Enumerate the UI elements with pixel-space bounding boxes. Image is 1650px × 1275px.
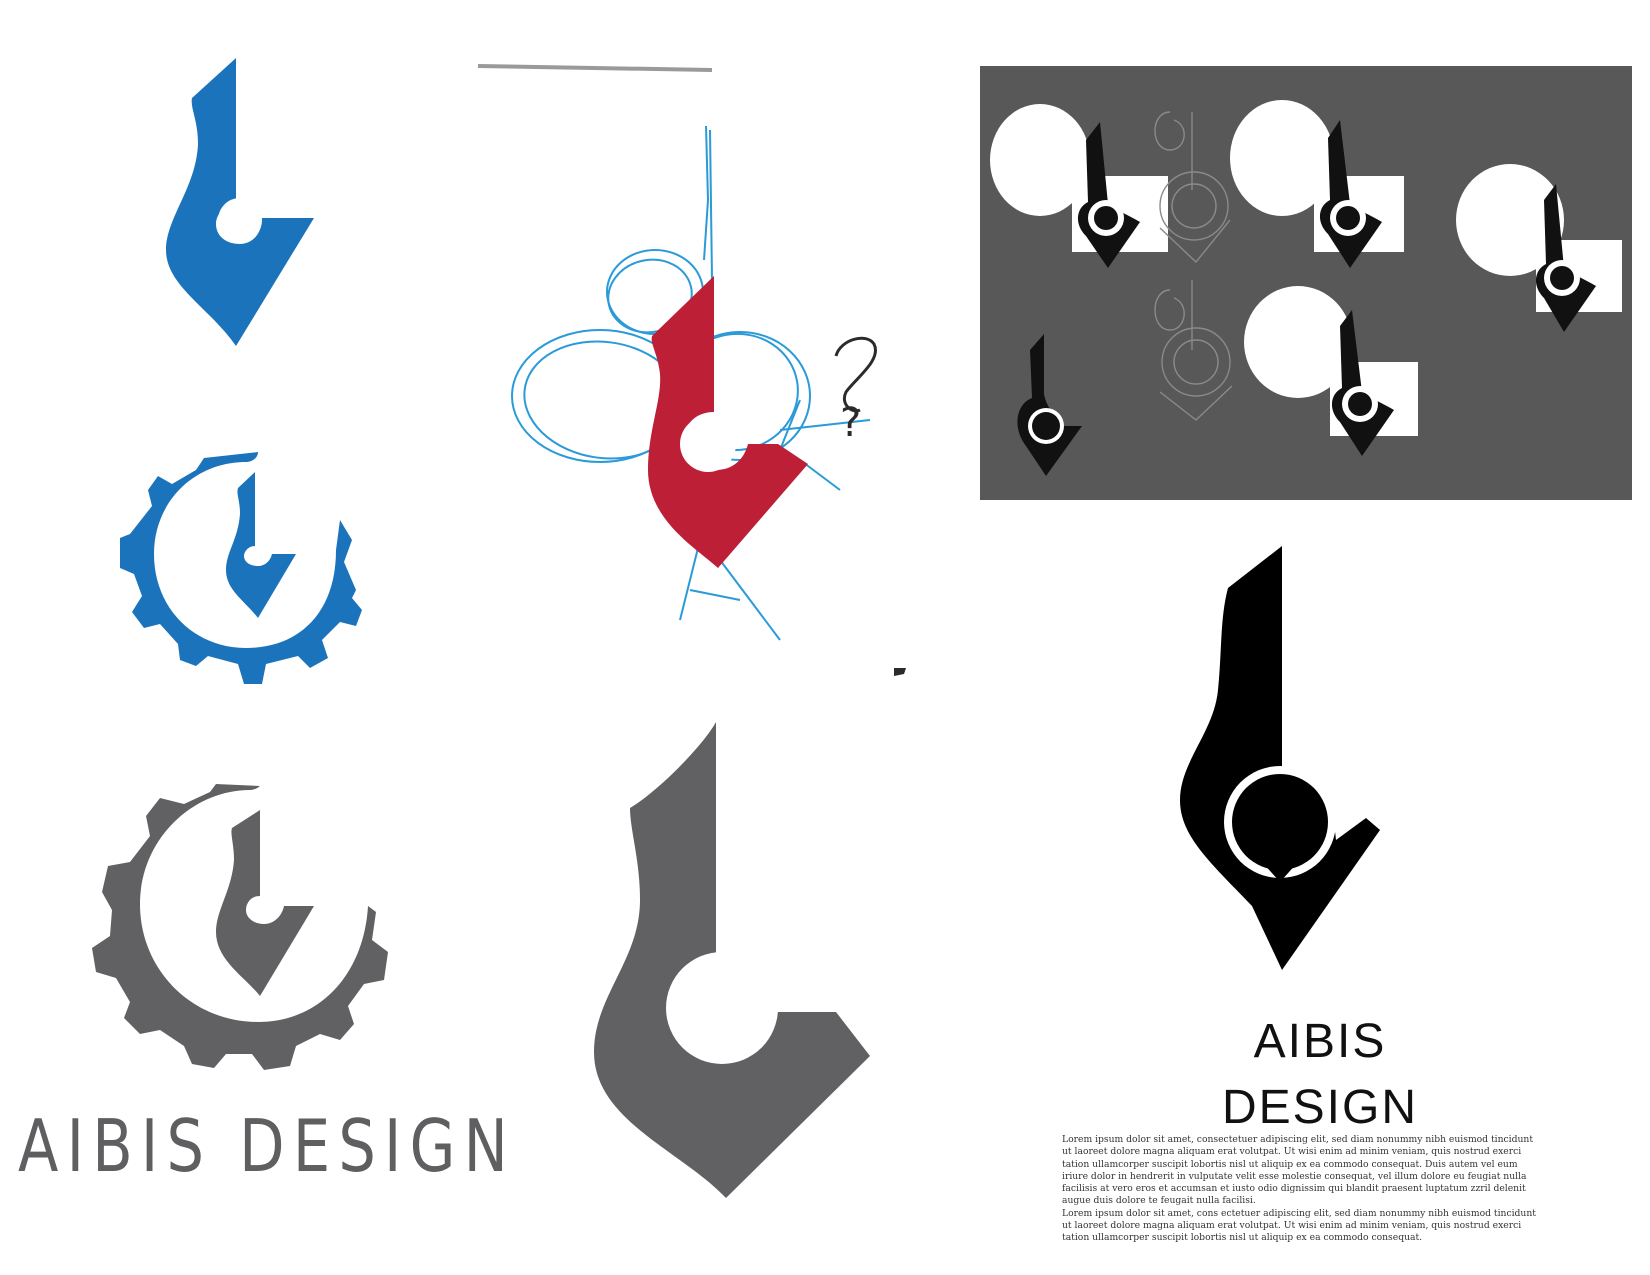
brand-title-line2: DESIGN — [1221, 1081, 1419, 1134]
blue-gear-needle-hole — [248, 546, 268, 566]
sketch-question-mark: ? — [840, 400, 861, 446]
ink-speck — [894, 668, 906, 676]
gray-gear-needle-hole — [252, 898, 276, 922]
head-variation-2 — [1230, 100, 1404, 268]
final-black-mark — [1180, 546, 1380, 970]
gray-gear-ring — [92, 784, 388, 1070]
blue-mark-shape — [166, 58, 314, 346]
gear-logo-wordmark: AIBIS DESIGN — [18, 1104, 516, 1188]
blue-mark-hole — [218, 198, 262, 242]
wireframe-sketch-2 — [1154, 280, 1233, 421]
small-black-mark — [1017, 334, 1082, 476]
blue-gear-logo — [120, 452, 362, 684]
gray-large-mark-shape — [594, 722, 870, 1198]
blue-mark-logo — [166, 58, 314, 346]
final-black-mark-shape — [1180, 546, 1380, 970]
gray-large-mark-hole — [666, 952, 778, 1064]
blue-gear-needle — [226, 472, 296, 618]
head-variation-3 — [1456, 164, 1622, 332]
gray-gear-logo — [92, 784, 388, 1070]
final-black-mark-dot — [1232, 774, 1328, 870]
wireframe-sketch-1 — [1154, 111, 1231, 264]
red-mark-hole — [680, 416, 736, 472]
head-variation-1 — [990, 104, 1168, 268]
sketch-annotation-squiggle — [834, 336, 877, 413]
blue-gear-ring — [120, 452, 362, 684]
gray-gear-needle — [216, 810, 314, 996]
head-variation-4 — [1244, 286, 1418, 456]
body-paragraph-2: Lorem ipsum dolor sit amet, cons ectetue… — [1062, 1207, 1536, 1244]
body-paragraph-1: Lorem ipsum dolor sit amet, consectetuer… — [1062, 1134, 1534, 1207]
variations-panel — [980, 66, 1632, 500]
scan-edge-line — [477, 64, 713, 72]
brand-body-text: Lorem ipsum dolor sit amet, consectetuer… — [1062, 1134, 1542, 1245]
sketch-artwork: ? — [477, 64, 906, 676]
brand-title-line1: AIBIS — [1253, 1015, 1387, 1068]
gray-large-mark — [594, 722, 870, 1198]
final-black-mark-tip — [1262, 862, 1298, 882]
red-mark-shape — [648, 276, 808, 568]
